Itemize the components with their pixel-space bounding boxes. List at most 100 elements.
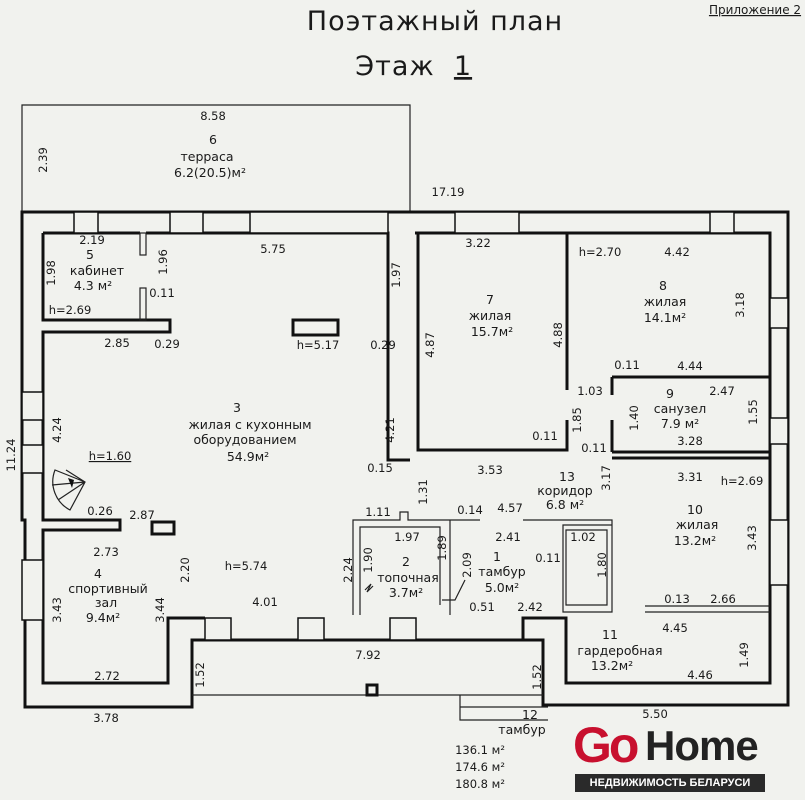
svg-text:0.14: 0.14: [457, 503, 483, 517]
floor-label: Этаж: [355, 51, 434, 82]
svg-text:0.15: 0.15: [367, 461, 393, 475]
svg-text:жилая: жилая: [469, 308, 512, 323]
room-3: 3 жилая с кухонным оборудованием 54.9м²: [188, 400, 311, 464]
svg-text:4.88: 4.88: [551, 322, 565, 348]
svg-text:6.2(20.5)м²: 6.2(20.5)м²: [174, 165, 246, 180]
svg-text:4.57: 4.57: [497, 501, 523, 515]
svg-text:h=2.69: h=2.69: [49, 303, 92, 317]
room-terrace: 6 терраса 6.2(20.5)м²: [174, 132, 246, 180]
svg-text:h=5.74: h=5.74: [225, 559, 268, 573]
svg-text:13.2м²: 13.2м²: [591, 658, 633, 673]
svg-text:коридор: коридор: [537, 483, 593, 498]
svg-text:1.11: 1.11: [365, 505, 391, 519]
svg-text:0.13: 0.13: [664, 592, 690, 606]
svg-text:зал: зал: [95, 595, 117, 610]
room-10: 10 жилая 13.2м²: [674, 502, 718, 548]
svg-text:3.43: 3.43: [50, 597, 64, 623]
svg-text:1.52: 1.52: [193, 662, 207, 688]
svg-text:3.53: 3.53: [477, 463, 503, 477]
svg-text:1.52: 1.52: [530, 664, 544, 690]
svg-text:h=2.70: h=2.70: [579, 245, 622, 259]
svg-text:2.73: 2.73: [93, 545, 119, 559]
svg-text:тамбур: тамбур: [478, 564, 525, 579]
svg-text:3.31: 3.31: [677, 470, 703, 484]
area-totals: 136.1 м² 174.6 м² 180.8 м²: [455, 743, 505, 791]
svg-text:6.8 м²: 6.8 м²: [546, 497, 584, 512]
room-11: 11 гардеробная 13.2м²: [577, 627, 662, 673]
svg-text:0.29: 0.29: [370, 338, 396, 352]
svg-text:1.96: 1.96: [156, 249, 170, 275]
svg-text:жилая с кухонным: жилая с кухонным: [188, 417, 311, 432]
room-8: 8 жилая 14.1м²: [644, 278, 687, 325]
svg-text:11.24: 11.24: [4, 439, 18, 472]
room-12: 12 тамбур: [498, 707, 545, 737]
svg-text:13.2м²: 13.2м²: [674, 533, 716, 548]
dimension-labels: 8.58 2.39 17.19 2.19 1.98 1.96 0.11 5.75…: [4, 109, 760, 725]
svg-text:1.97: 1.97: [389, 262, 403, 288]
svg-text:h=2.69: h=2.69: [721, 474, 764, 488]
svg-text:5: 5: [86, 247, 94, 262]
svg-text:174.6 м²: 174.6 м²: [455, 760, 505, 774]
svg-text:оборудованием: оборудованием: [193, 432, 296, 447]
svg-text:1.90: 1.90: [361, 547, 375, 573]
svg-text:3.22: 3.22: [465, 236, 491, 250]
svg-text:3: 3: [233, 400, 241, 415]
svg-text:тамбур: тамбур: [498, 722, 545, 737]
svg-text:спортивный: спортивный: [68, 581, 148, 596]
svg-text:гардеробная: гардеробная: [577, 643, 662, 658]
svg-text:3.18: 3.18: [733, 292, 747, 318]
plan-title: Поэтажный план: [307, 6, 563, 37]
spiral-stair-icon: [51, 469, 86, 511]
svg-text:7.9 м²: 7.9 м²: [661, 416, 699, 431]
svg-text:кабинет: кабинет: [70, 263, 124, 278]
svg-text:2.87: 2.87: [129, 508, 155, 522]
svg-text:4.44: 4.44: [677, 359, 703, 373]
windows: [21, 211, 789, 641]
svg-text:11: 11: [602, 627, 618, 642]
svg-text:2.20: 2.20: [178, 557, 192, 583]
svg-text:4.01: 4.01: [252, 595, 278, 609]
svg-text:3.7м²: 3.7м²: [389, 585, 423, 600]
svg-text:1.89: 1.89: [435, 535, 449, 561]
svg-text:0.11: 0.11: [149, 286, 175, 300]
svg-text:1.97: 1.97: [394, 530, 420, 544]
svg-text:2.41: 2.41: [495, 530, 521, 544]
svg-text:2.66: 2.66: [710, 592, 736, 606]
svg-text:1.55: 1.55: [746, 399, 760, 425]
svg-text:2.19: 2.19: [79, 233, 105, 247]
svg-text:1.40: 1.40: [627, 405, 641, 431]
svg-text:1.02: 1.02: [570, 530, 596, 544]
svg-text:1.85: 1.85: [570, 407, 584, 433]
svg-text:жилая: жилая: [644, 294, 687, 309]
room-5: 5 кабинет 4.3 м²: [70, 247, 124, 293]
logo-go: Go: [573, 717, 639, 773]
room-2: 2 топочная 3.7м²: [377, 554, 439, 600]
svg-text:6: 6: [209, 132, 217, 147]
svg-text:1.49: 1.49: [737, 642, 751, 668]
svg-text:2: 2: [402, 554, 410, 569]
appendix-label: Приложение 2: [709, 3, 801, 17]
svg-text:8: 8: [659, 278, 667, 293]
svg-text:0.29: 0.29: [154, 337, 180, 351]
svg-text:жилая: жилая: [676, 517, 719, 532]
svg-text:4.46: 4.46: [687, 668, 713, 682]
svg-text:7.92: 7.92: [355, 648, 381, 662]
svg-text:1.80: 1.80: [595, 552, 609, 578]
ceiling-heights: h=2.69 h=5.17 h=1.60 h=2.70 h=2.69 h=5.7…: [49, 245, 764, 573]
svg-text:2.47: 2.47: [709, 384, 735, 398]
room-13: 13 коридор 6.8 м²: [537, 469, 593, 512]
svg-text:h=5.17: h=5.17: [297, 338, 340, 352]
svg-text:3.43: 3.43: [745, 525, 759, 551]
terrace-outline: [21, 104, 411, 212]
svg-text:4.87: 4.87: [423, 332, 437, 358]
room-7: 7 жилая 15.7м²: [469, 292, 513, 339]
svg-text:7: 7: [486, 292, 494, 307]
svg-text:180.8 м²: 180.8 м²: [455, 777, 505, 791]
room-4: 4 спортивный зал 9.4м²: [68, 566, 148, 625]
svg-text:1: 1: [493, 549, 501, 564]
svg-text:4.42: 4.42: [664, 245, 690, 259]
svg-text:3.44: 3.44: [153, 597, 167, 623]
walls: [20, 210, 790, 721]
room-1: 1 тамбур 5.0м²: [478, 549, 525, 595]
